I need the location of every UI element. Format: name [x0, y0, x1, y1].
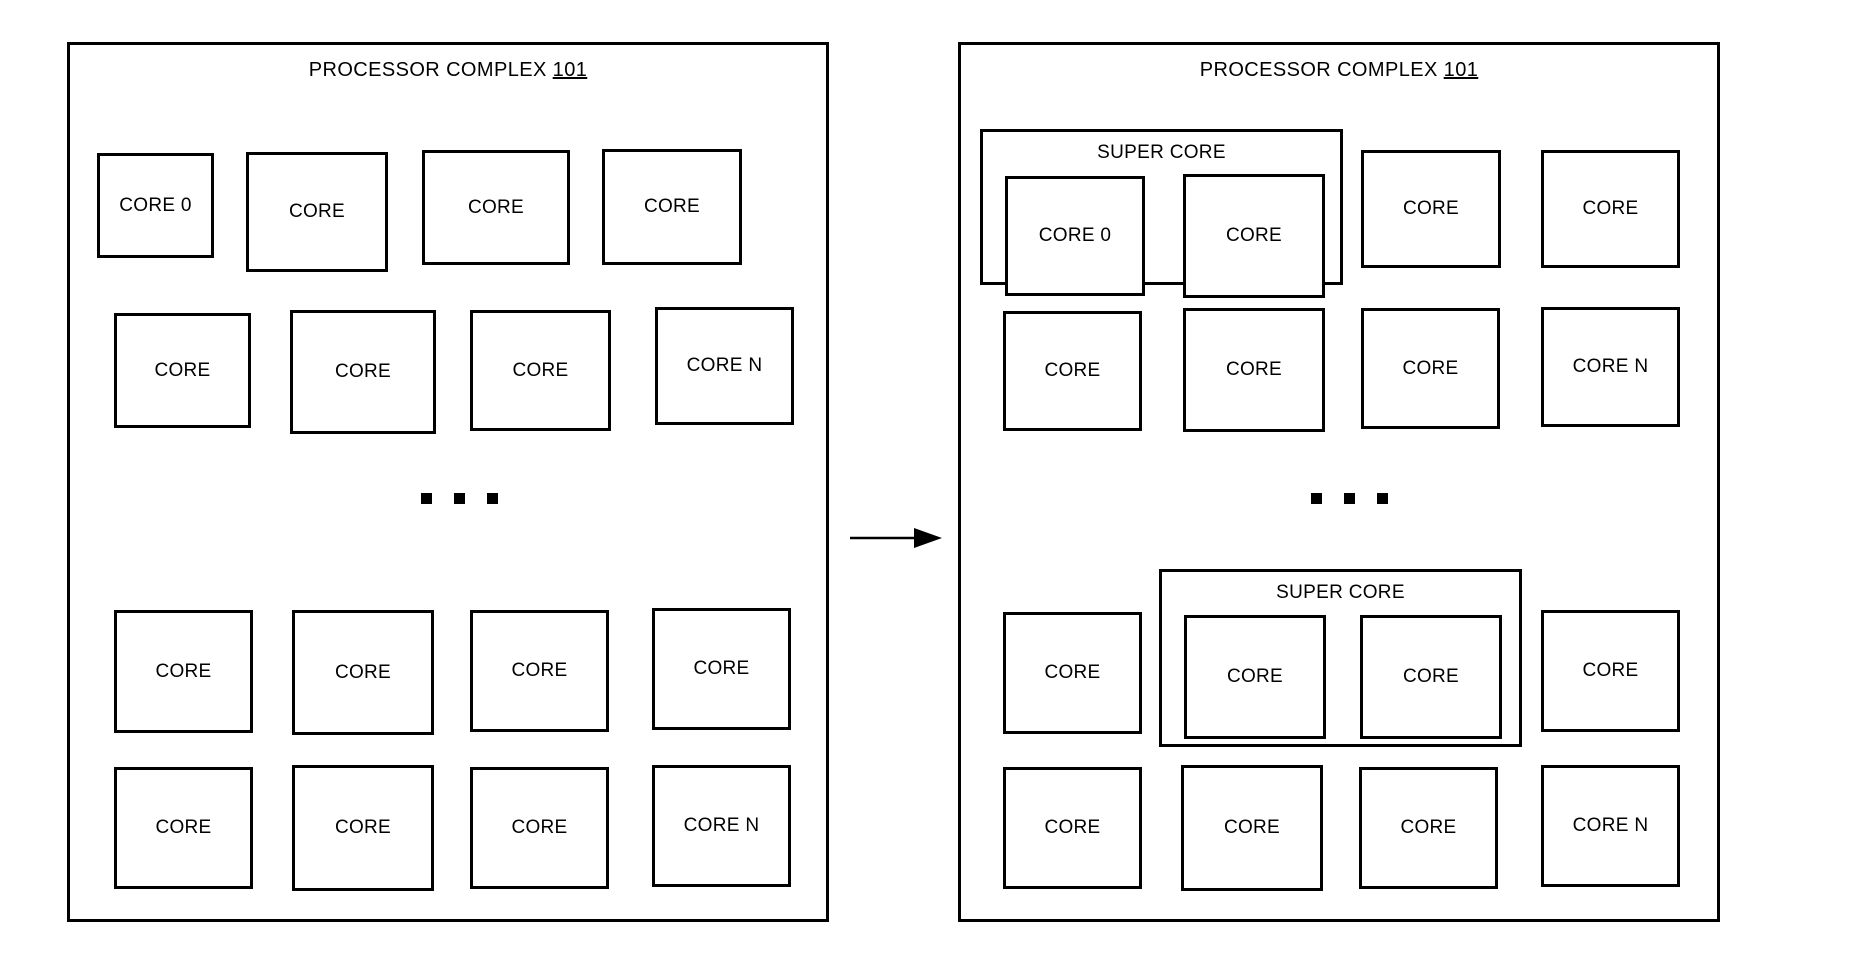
- core-box[interactable]: CORE 0: [97, 153, 214, 258]
- panel-ref-number-left: 101: [552, 59, 588, 81]
- core-box[interactable]: CORE: [1360, 615, 1502, 739]
- ellipsis-dot: [421, 493, 432, 504]
- core-box[interactable]: CORE: [1181, 765, 1323, 891]
- core-box[interactable]: CORE N: [655, 307, 794, 425]
- core-box[interactable]: CORE 0: [1005, 176, 1145, 296]
- ellipsis-dot: [487, 493, 498, 504]
- core-box[interactable]: CORE: [290, 310, 436, 434]
- core-box[interactable]: CORE: [470, 767, 609, 889]
- transformation-arrow-icon: [850, 528, 942, 548]
- ellipsis-dot: [1311, 493, 1322, 504]
- core-box[interactable]: CORE: [1183, 174, 1325, 298]
- core-box[interactable]: CORE: [114, 610, 253, 733]
- ellipsis-dot: [454, 493, 465, 504]
- core-box[interactable]: CORE: [1003, 311, 1142, 431]
- panel-title-text-right: PROCESSOR COMPLEX: [1199, 59, 1438, 81]
- core-box[interactable]: CORE N: [1541, 765, 1680, 887]
- ellipsis-right: [1311, 493, 1388, 504]
- core-box[interactable]: CORE: [292, 610, 434, 735]
- core-box[interactable]: CORE: [422, 150, 570, 265]
- core-box[interactable]: CORE N: [1541, 307, 1680, 427]
- super-core-label: SUPER CORE: [1097, 142, 1226, 163]
- core-box[interactable]: CORE: [652, 608, 791, 730]
- panel-ref-number-right: 101: [1443, 59, 1479, 81]
- core-box[interactable]: CORE: [1361, 308, 1500, 429]
- super-core-group-bottom[interactable]: SUPER CORE CORE CORE: [1159, 569, 1522, 747]
- core-box[interactable]: CORE: [1541, 150, 1680, 268]
- super-core-label: SUPER CORE: [1276, 582, 1405, 603]
- processor-complex-right: PROCESSOR COMPLEX 101 SUPER CORE CORE 0 …: [958, 42, 1720, 922]
- core-box[interactable]: CORE: [1359, 767, 1498, 889]
- core-box[interactable]: CORE: [114, 767, 253, 889]
- core-box[interactable]: CORE: [114, 313, 251, 428]
- core-box[interactable]: CORE: [1361, 150, 1501, 268]
- ellipsis-dot: [1377, 493, 1388, 504]
- core-box[interactable]: CORE: [470, 310, 611, 431]
- core-box[interactable]: CORE: [1541, 610, 1680, 732]
- page-title-right: PROCESSOR COMPLEX 101: [961, 59, 1717, 82]
- ellipsis-left: [421, 493, 498, 504]
- core-box[interactable]: CORE N: [652, 765, 791, 887]
- panel-title-text-left: PROCESSOR COMPLEX: [308, 59, 547, 81]
- core-box[interactable]: CORE: [1003, 612, 1142, 734]
- core-box[interactable]: CORE: [470, 610, 609, 732]
- processor-complex-left: PROCESSOR COMPLEX 101 CORE 0 CORE CORE C…: [67, 42, 829, 922]
- core-box[interactable]: CORE: [292, 765, 434, 891]
- core-box[interactable]: CORE: [1003, 767, 1142, 889]
- core-box[interactable]: CORE: [246, 152, 388, 272]
- core-box[interactable]: CORE: [1183, 308, 1325, 432]
- core-box[interactable]: CORE: [602, 149, 742, 265]
- core-box[interactable]: CORE: [1184, 615, 1326, 739]
- ellipsis-dot: [1344, 493, 1355, 504]
- super-core-group-top[interactable]: SUPER CORE CORE 0 CORE: [980, 129, 1343, 298]
- page-title-left: PROCESSOR COMPLEX 101: [70, 59, 826, 82]
